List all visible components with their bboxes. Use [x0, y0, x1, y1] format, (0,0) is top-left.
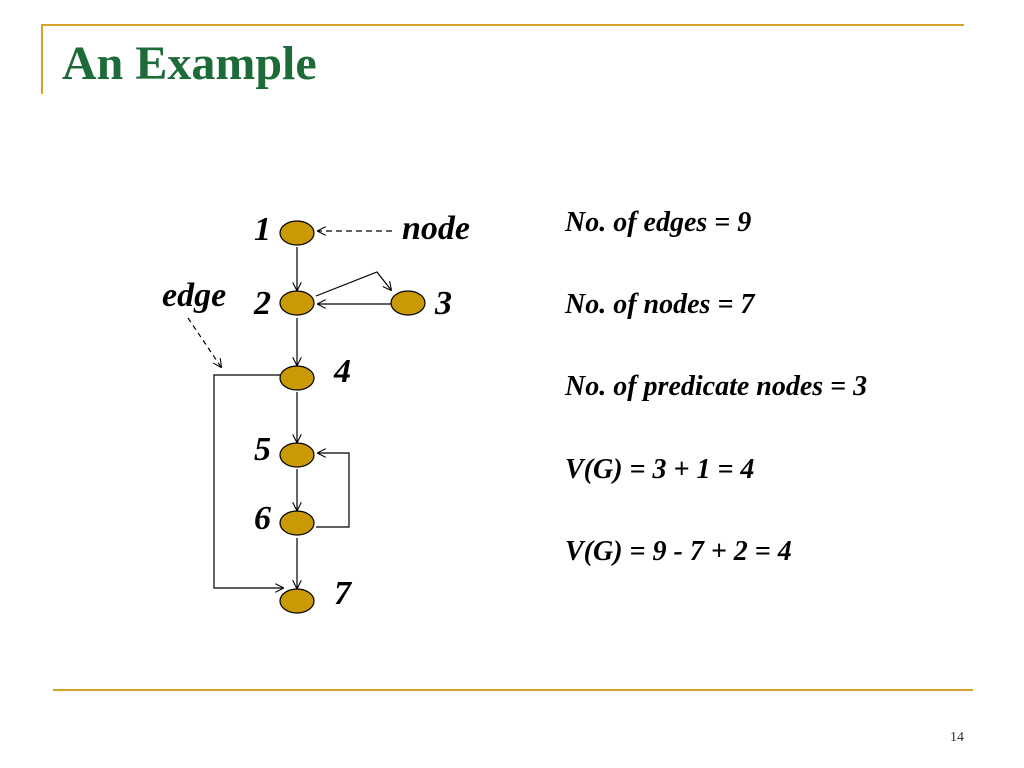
frame-left-rule: [41, 24, 43, 94]
nodes-count: No. of nodes = 7: [565, 289, 755, 320]
frame-top-rule: [41, 24, 964, 26]
node-4: [279, 365, 315, 391]
edge-2-3: [315, 271, 391, 297]
edge-6-5: [316, 453, 350, 528]
edge-pointer: [187, 317, 221, 367]
edge-4-7: [213, 374, 283, 588]
node-2: [279, 290, 315, 316]
edges-count: No. of edges = 9: [565, 207, 752, 238]
predicate-nodes-count: No. of predicate nodes = 3: [565, 371, 868, 402]
node-label-5: 5: [254, 431, 271, 468]
page-number: 14: [950, 730, 964, 745]
node-6: [279, 510, 315, 536]
node-label-6: 6: [254, 500, 271, 537]
node-3: [390, 290, 426, 316]
node-label-2: 2: [253, 285, 271, 322]
footer-rule: [53, 689, 973, 691]
node-1: [279, 220, 315, 246]
node-5: [279, 442, 315, 468]
metrics-panel: No. of edges = 9 No. of nodes = 7 No. of…: [565, 205, 945, 616]
node-label-1: 1: [254, 211, 271, 248]
node-label-7: 7: [334, 575, 353, 612]
slide-title: An Example: [62, 37, 317, 90]
edge-annotation: edge: [162, 277, 226, 314]
node-label-4: 4: [333, 353, 351, 390]
node-7: [279, 588, 315, 614]
cyclomatic-predicate-formula: V(G) = 3 + 1 = 4: [565, 454, 755, 485]
node-label-3: 3: [434, 285, 452, 322]
node-annotation: node: [402, 210, 470, 247]
cyclomatic-edge-formula: V(G) = 9 - 7 + 2 = 4: [565, 536, 792, 567]
